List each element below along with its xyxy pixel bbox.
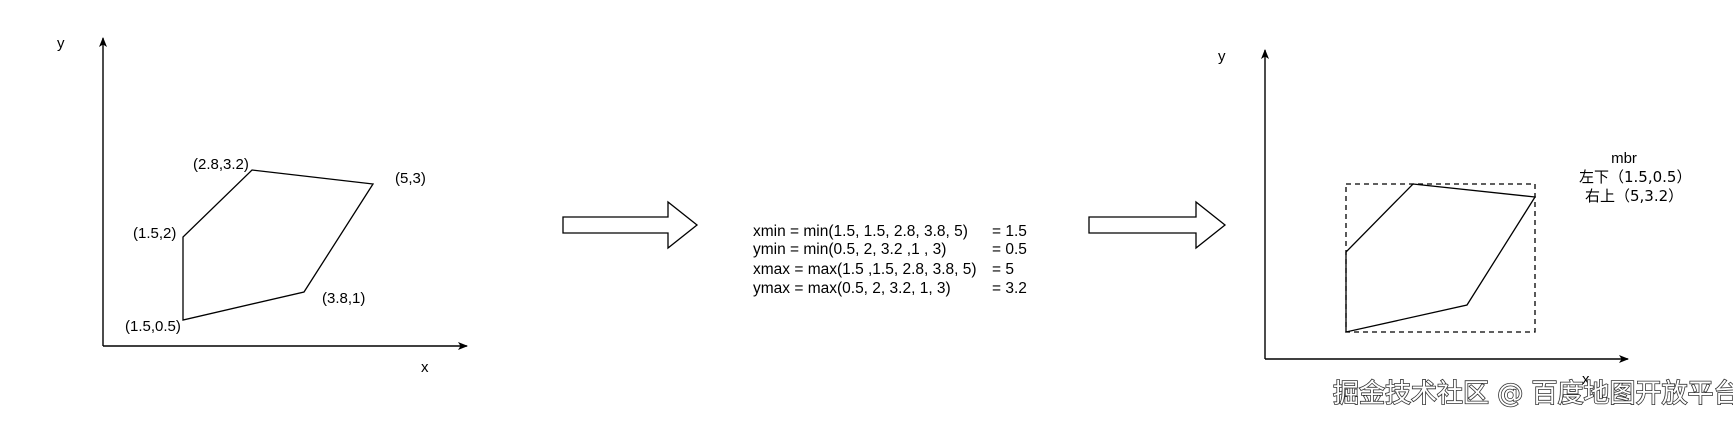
calc-result-xmin: = 1.5 <box>992 223 1027 240</box>
block-arrow-right <box>1088 200 1227 250</box>
mbr-title: mbr <box>1611 150 1637 167</box>
point-label-1.5-2: (1.5,2) <box>133 225 176 242</box>
right-x-axis-label: x <box>1582 371 1590 388</box>
watermark-text: 掘金技术社区 @ 百度地图开放平台 <box>1333 379 1733 409</box>
calc-expr-ymin: ymin = min(0.5, 2, 3.2 ,1 , 3) <box>753 241 946 258</box>
point-label-5-3: (5,3) <box>395 170 426 187</box>
point-label-3.8-1: (3.8,1) <box>322 290 365 307</box>
left-plot: y x (2.8,3.2) (5,3) (1.5,2) (3.8,1) (1.5… <box>57 35 468 376</box>
left-y-axis-label: y <box>57 35 65 52</box>
mbr-bounding-box <box>1345 183 1536 333</box>
point-label-1.5-0.5: (1.5,0.5) <box>125 318 181 335</box>
right-y-axis-label: y <box>1218 48 1226 65</box>
mbr-top-right-label: 右上（5,3.2） <box>1585 187 1683 205</box>
block-arrow-right <box>562 200 699 250</box>
calc-expr-xmax: xmax = max(1.5 ,1.5, 2.8, 3.8, 5) <box>753 261 977 278</box>
calc-result-ymin: = 0.5 <box>992 241 1027 258</box>
right-plot: y x mbr 左下（1.5,0.5） 右上（5,3.2） <box>1218 48 1691 388</box>
point-label-2.8-3.2: (2.8,3.2) <box>193 156 249 173</box>
calc-expr-ymax: ymax = max(0.5, 2, 3.2, 1, 3) <box>753 280 951 297</box>
left-x-axis-label: x <box>421 359 429 376</box>
calc-expr-xmin: xmin = min(1.5, 1.5, 2.8, 3.8, 5) <box>753 223 968 240</box>
calc-result-ymax: = 3.2 <box>992 280 1027 297</box>
calculation-block: xmin = min(1.5, 1.5, 2.8, 3.8, 5) = 1.5 … <box>753 223 1027 297</box>
left-polygon <box>182 169 375 321</box>
calc-result-xmax: = 5 <box>992 261 1014 278</box>
mbr-bottom-left-label: 左下（1.5,0.5） <box>1579 168 1691 186</box>
right-polygon <box>1345 183 1537 333</box>
